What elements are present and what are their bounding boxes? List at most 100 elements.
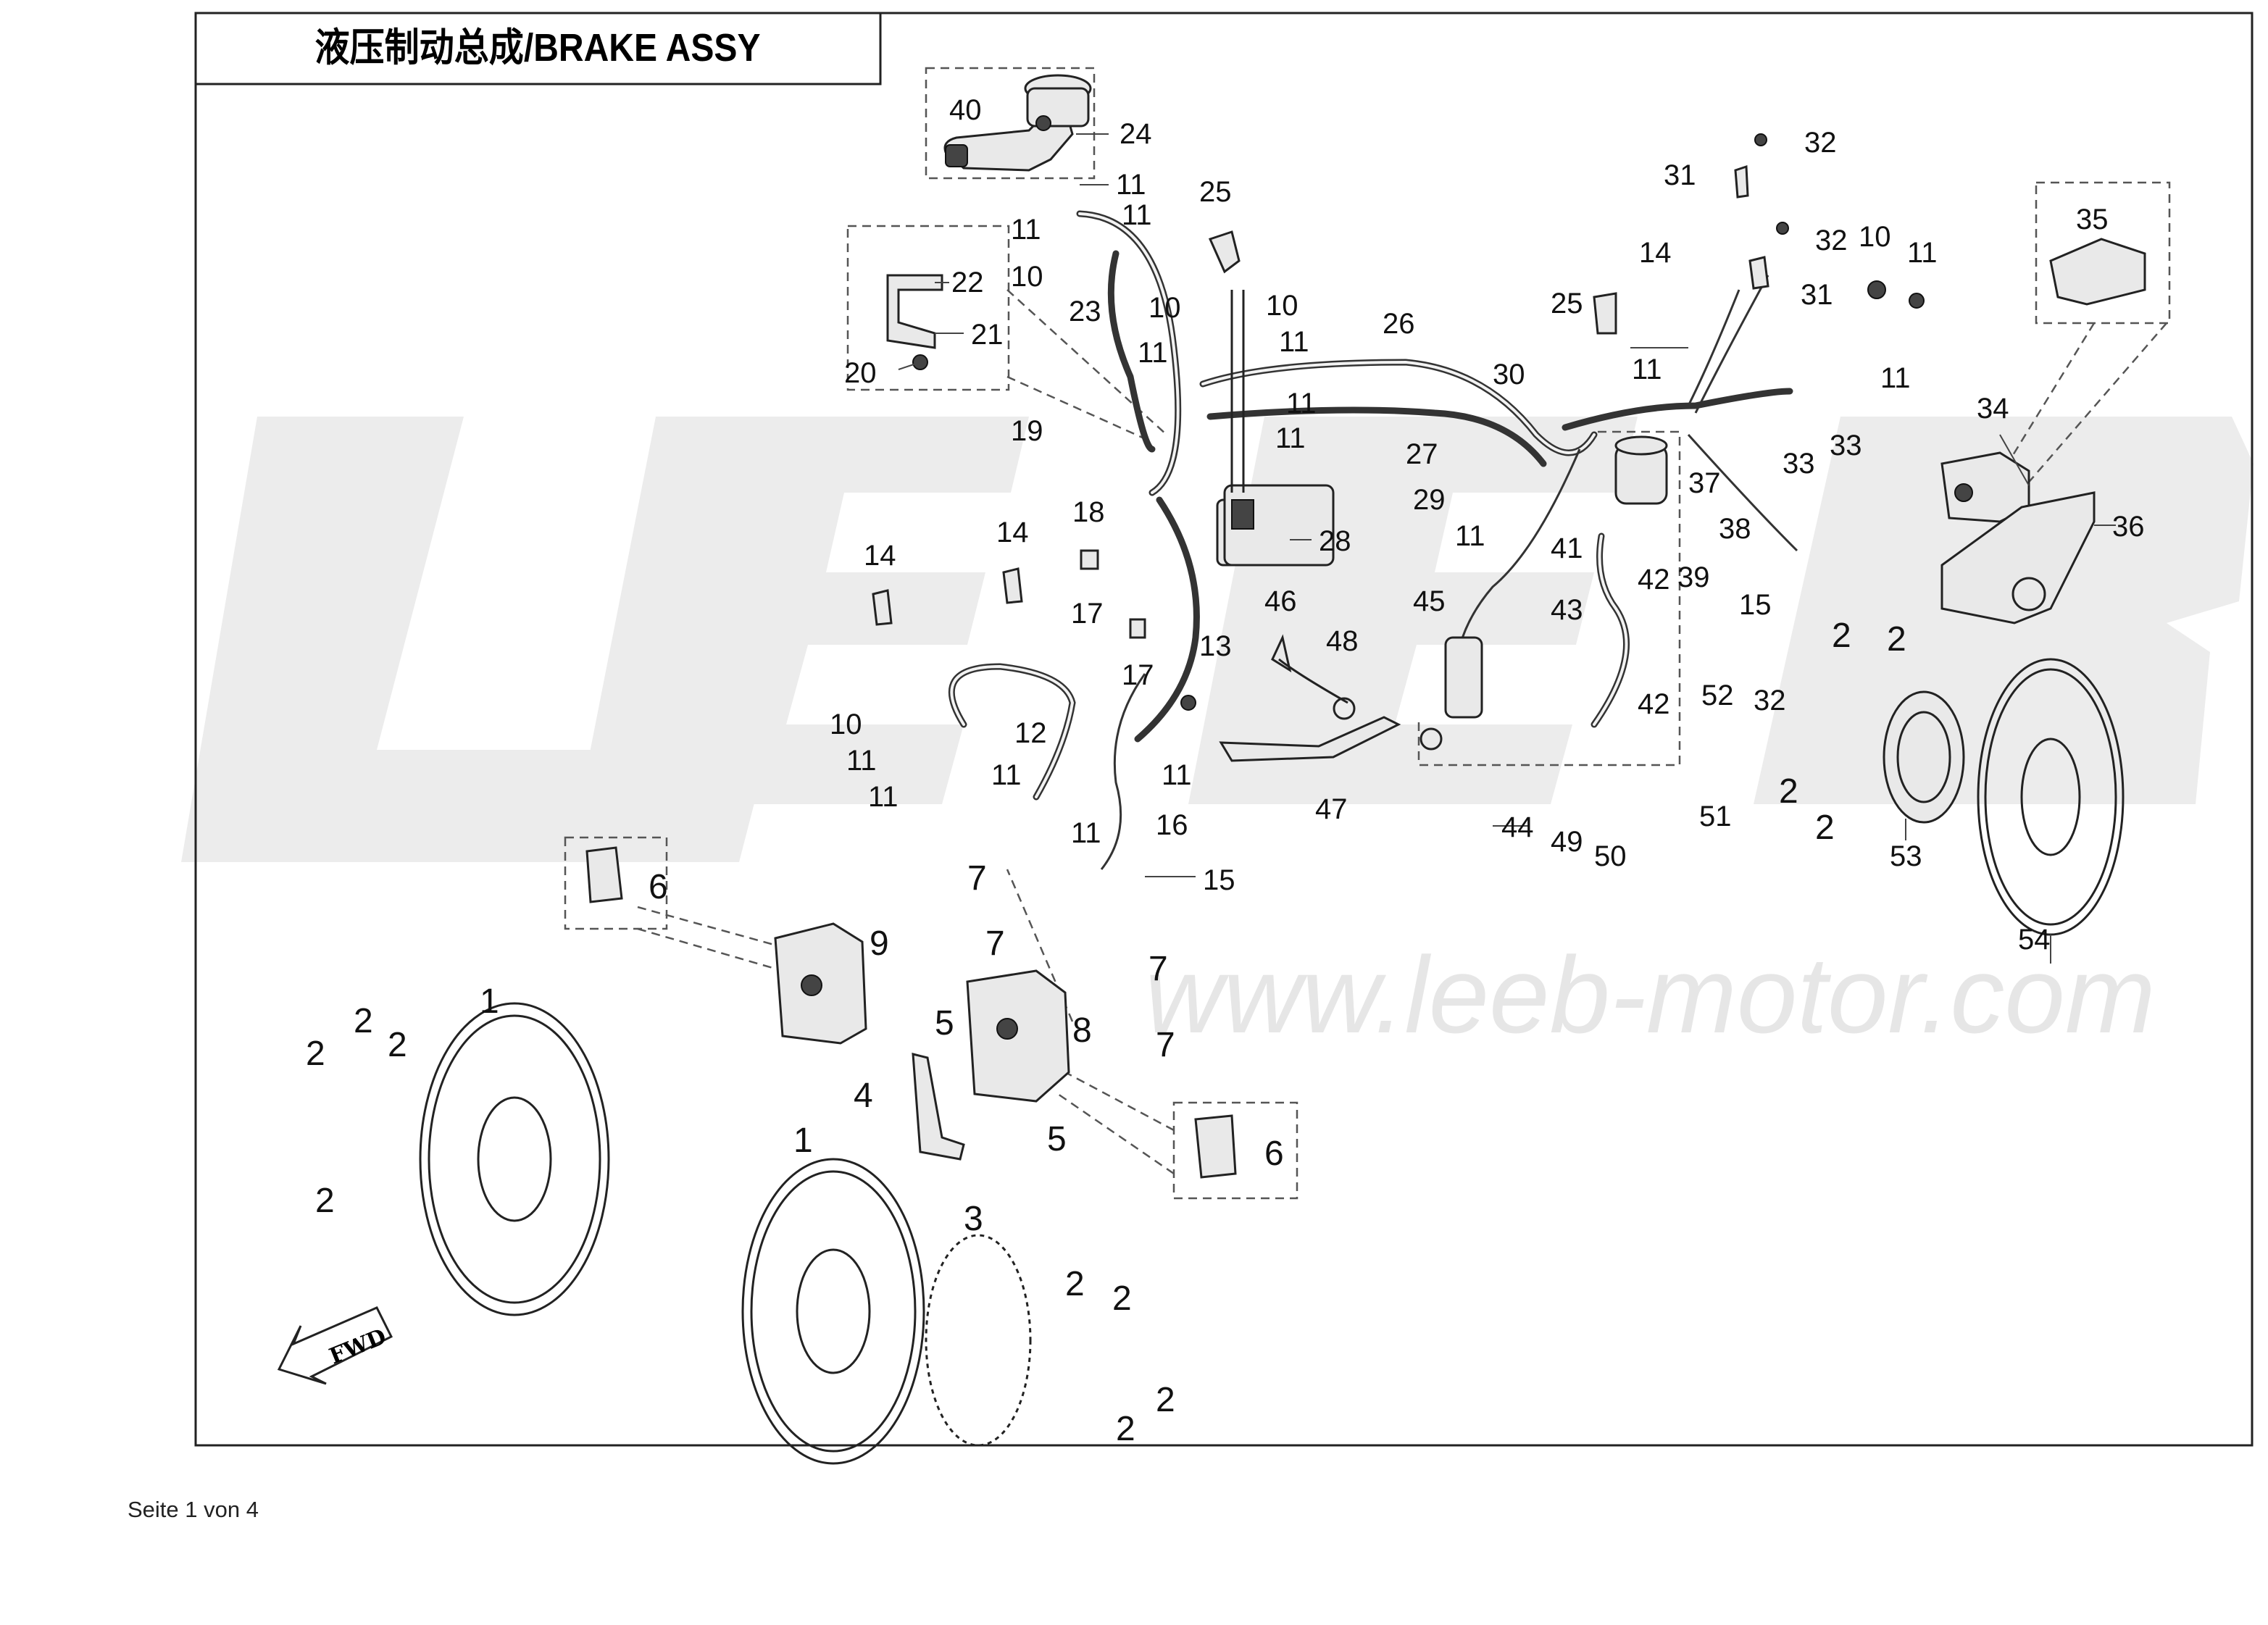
callout-7: 7 (1156, 1026, 1175, 1064)
callout-11: 11 (1011, 214, 1041, 246)
callout-15: 15 (1203, 864, 1235, 896)
callout-31: 31 (1664, 159, 1696, 191)
callout-28: 28 (1319, 525, 1351, 557)
callout-11: 11 (1880, 362, 1911, 394)
title-box (194, 12, 882, 85)
callout-11: 11 (1122, 199, 1152, 231)
callout-44: 44 (1501, 811, 1534, 843)
callout-17: 17 (1122, 659, 1154, 691)
callout-38: 38 (1719, 513, 1751, 545)
callout-4: 4 (854, 1077, 873, 1115)
callout-53: 53 (1890, 840, 1922, 872)
callout-2: 2 (354, 1002, 373, 1040)
group-box-front-pads-left (564, 836, 668, 930)
callout-23: 23 (1069, 296, 1101, 327)
front-brake-discs (419, 1002, 1032, 1465)
page-footer: Seite 1 von 4 (128, 1497, 259, 1522)
callout-54: 54 (2018, 924, 2051, 956)
callout-7: 7 (967, 859, 987, 898)
callout-2: 2 (1112, 1279, 1132, 1318)
callout-45: 45 (1413, 585, 1446, 617)
callout-11: 11 (1632, 354, 1662, 385)
callout-11: 11 (1162, 759, 1192, 791)
callout-11: 11 (868, 781, 899, 813)
callout-2: 2 (1832, 617, 1851, 655)
callout-3: 3 (964, 1200, 983, 1238)
callout-13: 13 (1199, 630, 1232, 662)
callout-10: 10 (1859, 221, 1891, 253)
callout-11: 11 (846, 745, 877, 777)
callout-11: 11 (1279, 326, 1309, 358)
callout-2: 2 (1156, 1381, 1175, 1419)
callout-2: 2 (388, 1026, 407, 1064)
callout-numbers: 40 24 11 11 10 22 21 20 25 23 10 10 11 1… (830, 94, 2145, 956)
diagram-frame (194, 12, 2254, 1447)
callout-6: 6 (649, 868, 668, 906)
callout-32: 32 (1754, 685, 1786, 717)
callout-5: 5 (935, 1004, 954, 1043)
callout-21: 21 (971, 319, 1004, 351)
callout-10: 10 (1148, 292, 1181, 324)
callout-15: 15 (1739, 589, 1772, 621)
callout-32: 32 (1804, 127, 1837, 159)
page-title: 液压制动总成/BRAKE ASSY (315, 26, 761, 70)
callout-2: 2 (1065, 1265, 1085, 1303)
brake-hoses (948, 210, 1798, 870)
callout-2: 2 (1887, 620, 1906, 659)
callout-30: 30 (1493, 359, 1525, 390)
callout-52: 52 (1701, 680, 1734, 711)
front-master-cylinder (943, 74, 1092, 172)
callout-25: 25 (1551, 288, 1583, 319)
callout-numbers-large: 2 2 2 2 6 7 7 7 7 9 8 5 5 4 6 1 2 2 2 2 … (306, 617, 1906, 1448)
projection-lines (637, 289, 2167, 1175)
callout-14: 14 (996, 517, 1029, 548)
callout-11: 11 (1455, 520, 1485, 552)
rear-caliper (1940, 238, 2146, 624)
callout-37: 37 (1688, 467, 1721, 499)
callout-47: 47 (1315, 793, 1348, 825)
callout-14: 14 (864, 540, 896, 572)
group-box-master-cylinder (925, 67, 1096, 180)
callout-43: 43 (1551, 594, 1583, 626)
callout-46: 46 (1264, 585, 1297, 617)
rear-brake-disc (1883, 658, 2125, 936)
callout-1: 1 (793, 1121, 813, 1160)
callout-31: 31 (1801, 279, 1833, 311)
callout-24: 24 (1120, 118, 1152, 150)
callout-2: 2 (306, 1035, 325, 1073)
leader-lines (898, 133, 2116, 964)
callout-11: 11 (991, 759, 1022, 791)
callout-20: 20 (844, 357, 877, 389)
callout-18: 18 (1072, 496, 1105, 528)
callout-2: 2 (315, 1182, 335, 1220)
callout-8: 8 (1072, 1011, 1092, 1050)
callout-11: 11 (1071, 817, 1101, 849)
front-calipers (585, 846, 1237, 1179)
callout-36: 36 (2112, 511, 2145, 543)
callout-14: 14 (1639, 237, 1672, 269)
callout-2: 2 (1779, 772, 1798, 811)
callout-26: 26 (1383, 308, 1415, 340)
callout-49: 49 (1551, 826, 1583, 858)
callout-10: 10 (1266, 290, 1298, 322)
callout-11: 11 (1286, 388, 1317, 419)
callout-6: 6 (1264, 1135, 1284, 1173)
callout-12: 12 (1014, 717, 1047, 749)
rear-master-cylinder (1219, 435, 1668, 762)
callout-7: 7 (985, 924, 1005, 963)
callout-50: 50 (1594, 840, 1627, 872)
forward-direction-arrow: FWD (277, 1306, 393, 1385)
small-parts (872, 133, 1925, 711)
callout-11: 11 (1138, 337, 1168, 369)
callout-11: 11 (1275, 422, 1306, 454)
callout-40: 40 (949, 94, 982, 126)
callout-51: 51 (1699, 801, 1732, 832)
callout-42: 42 (1638, 688, 1670, 720)
callout-41: 41 (1551, 532, 1583, 564)
callout-11: 11 (1907, 237, 1938, 269)
callout-10: 10 (830, 709, 862, 740)
callout-39: 39 (1677, 561, 1710, 593)
group-box-rear-pads (2035, 181, 2171, 325)
callout-32: 32 (1815, 225, 1848, 256)
